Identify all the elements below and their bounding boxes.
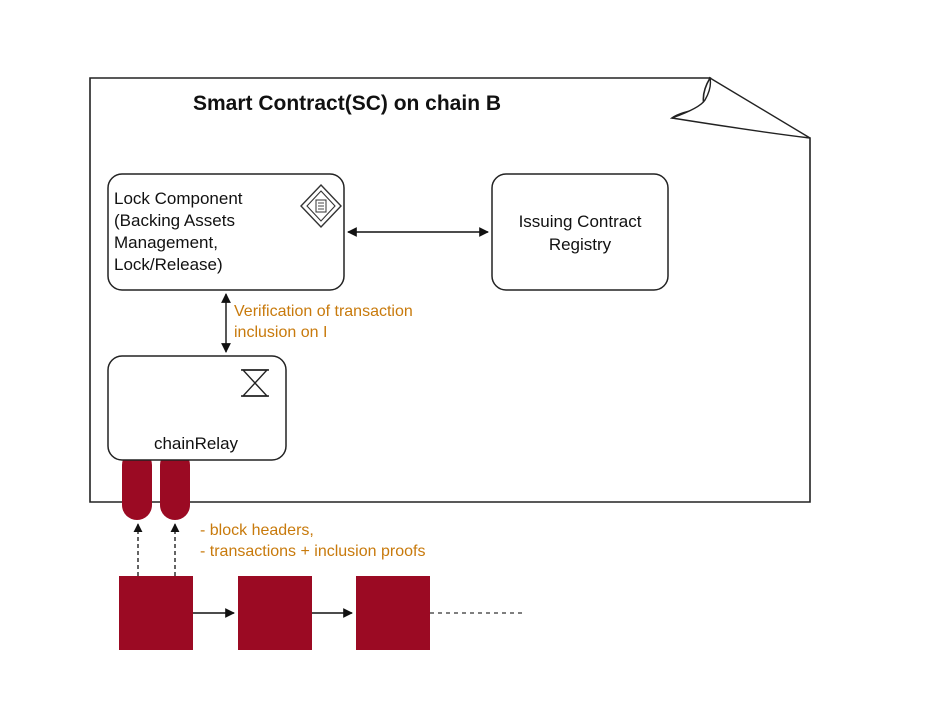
contract-icon [300,183,342,229]
issuing-registry-line-1: Issuing Contract [519,212,642,231]
lock-component-line-3: Management, [114,233,218,252]
chain-relay-label: chainRelay [154,434,239,453]
relay-note-line-1: - block headers, [200,522,314,539]
lock-component-line-1: Lock Component [114,189,243,208]
relay-connector-2 [160,450,190,520]
block-2 [238,576,312,650]
block-1 [119,576,193,650]
issuing-registry-box[interactable] [491,173,669,291]
block-3 [356,576,430,650]
page-fold [671,76,811,139]
chain-relay-box[interactable] [107,355,287,461]
relay-note-line-2: - transactions + inclusion proofs [200,543,425,560]
issuing-registry-line-2: Registry [549,235,612,254]
relay-connector-1 [122,450,152,520]
lock-component-box[interactable] [107,173,345,291]
container-title: Smart Contract(SC) on chain B [193,92,501,115]
hourglass-icon [241,369,269,397]
lock-component-line-4: Lock/Release) [114,255,223,274]
lock-component-line-2: (Backing Assets [114,211,235,230]
verification-note-line-1: Verification of transaction [234,303,413,320]
verification-note-line-2: inclusion on I [234,324,327,341]
